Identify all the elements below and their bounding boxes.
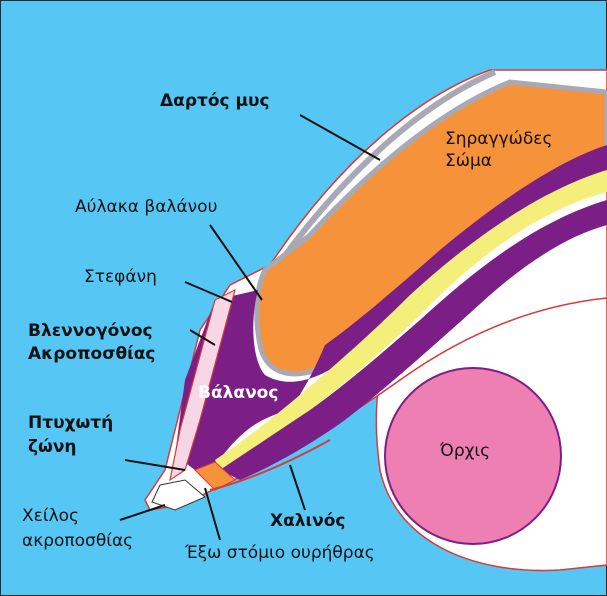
label-ridged-line2: ζώνη — [28, 436, 77, 458]
label-corpus-line1: Σηραγγώδες — [445, 128, 552, 150]
label-ridged-line1: Πτυχωτή — [28, 412, 113, 434]
leader-line-dartos — [300, 115, 380, 160]
label-mucosa-line1: Βλεννογόνος — [28, 320, 153, 342]
label-testis: Όρχις — [440, 440, 490, 462]
label-dartos: Δαρτός μυς — [160, 90, 270, 112]
label-meatus: Έξω στόμιο ουρήθρας — [185, 542, 375, 564]
label-sulcus: Αύλακα βαλάνου — [75, 196, 217, 218]
label-corpus-line2: Σώμα — [445, 150, 492, 172]
label-lip-line1: Χείλος — [22, 505, 79, 527]
label-frenulum: Χαλινός — [270, 510, 346, 532]
label-mucosa-line2: Ακροποσθίας — [28, 343, 156, 365]
leader-line-lip — [120, 505, 165, 520]
label-glans: Βάλανος — [198, 382, 278, 404]
leader-line-frenulum — [290, 465, 305, 510]
label-lip-line2: ακροποσθίας — [22, 530, 133, 552]
leader-line-meatus — [205, 488, 220, 540]
label-corona: Στεφάνη — [84, 266, 157, 288]
